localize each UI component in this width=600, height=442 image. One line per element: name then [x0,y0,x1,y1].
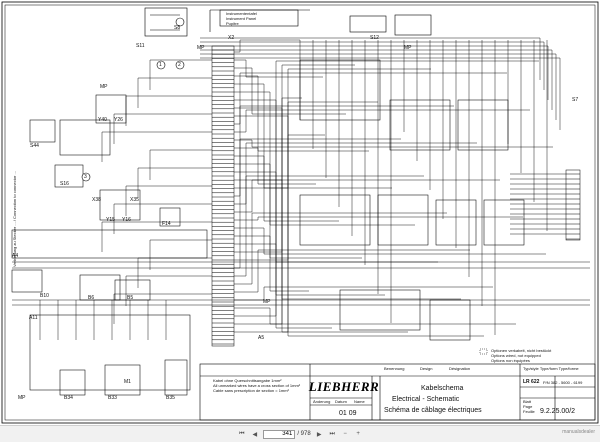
label-b34: B34 [64,395,73,401]
label-s16: S16 [60,181,69,187]
instrument-panel-en: Instrument Panel [226,16,257,21]
label-b5: B5 [127,295,134,301]
label-b33: B33 [108,395,117,401]
label-y40: Y40 [98,117,107,123]
liebherr-logo: LIEBHERR [309,376,379,398]
title-de: Kabelschema [421,385,464,392]
vertical-connection-note: Verbindung zu Stecker ... / Connection t… [12,171,17,267]
label-s7: S7 [572,97,579,103]
last-page-icon[interactable]: ⏭ [329,430,335,437]
optional-note-de: Optionen verkabelt, nicht bestückt [491,348,552,353]
header-design: Design [420,366,433,371]
label-mp-3: MP [100,84,108,90]
callout-3: 3 [84,174,87,180]
part-number: P/N 382 - 5600 - 6199 [543,380,583,385]
schematic-sheet: S11 S12 S8 S7 S44 S16 Y40 Y26 X35 X38 Y1… [0,0,600,425]
label-b35: B35 [166,395,175,401]
label-m1: M1 [124,379,131,385]
instrument-panel-de: Instrumententafel [226,11,257,16]
wiring-diagram [1,1,599,424]
zoom-out-icon[interactable]: − [343,431,347,437]
sheet-label-blatt: Blatt [523,399,532,404]
callout-1: 1 [159,62,162,68]
cable-note-en: All unmarked wires have a cross section … [213,383,301,388]
label-b10: B10 [40,293,49,299]
page-number-input[interactable] [263,429,296,439]
page-total: / 978 [297,431,311,437]
model-number: LR 622 [523,379,540,385]
label-a11: A11 [29,315,38,321]
site-watermark: manualsdealer [562,429,595,435]
label-y16: Y16 [122,217,131,223]
document-number: 9.2.25.00/2 [540,408,576,415]
first-page-icon[interactable]: ⏮ [239,430,245,437]
label-x38: X38 [92,197,101,203]
label-s12: S12 [370,35,379,41]
label-a5: A5 [258,335,265,341]
optional-note-fr: Options non équipées [491,358,530,363]
label-y15: Y15 [106,217,115,223]
zoom-in-icon[interactable]: + [356,431,360,437]
callout-2: 2 [178,62,181,68]
header-benennung: Benennung [384,366,405,371]
sheet-label-page: Page [523,404,533,409]
cable-note-de: Kabel ohne Querschnittsangabe 1mm² [213,378,282,383]
label-s11: S11 [136,43,145,49]
rev-header-aenderung: Änderung [313,399,331,404]
type-header: Typ/style Type/form Type/forme [523,366,579,371]
label-mp-4: MP [18,395,26,401]
label-s44: S44 [30,143,39,149]
label-x35: X35 [130,197,139,203]
label-a4: A4 [12,253,19,259]
label-mp-1: MP [197,45,205,51]
pdf-viewer-toolbar: ⏮ ◀ / 978 ▶ ⏭ − + [0,425,600,442]
label-mp-2: MP [404,45,412,51]
revision-number: 01 09 [339,410,357,417]
cable-note-fr: Cable sans prescription de section = 1mm… [213,388,289,393]
title-en: Electrical - Schematic [392,396,460,403]
rev-header-datum: Datum [335,399,347,404]
page-navigator: / 978 [263,429,311,439]
header-designation: Désignation [449,366,471,371]
sheet-label-feuille: Feuille [523,409,535,414]
label-f14: F14 [162,221,171,227]
logo-text: LIEBHERR [308,379,380,394]
optional-note-en: Options wired, not equipped [491,353,541,358]
next-page-icon[interactable]: ▶ [316,431,322,438]
label-x2: X2 [228,35,235,41]
label-s8: S8 [174,25,181,31]
label-mp-5: MP [263,299,271,305]
rev-header-name: Name [354,399,365,404]
label-b6: B6 [88,295,95,301]
label-y26: Y26 [114,117,123,123]
previous-page-icon[interactable]: ◀ [252,431,258,438]
title-fr: Schéma de câblage électriques [384,407,482,414]
instrument-panel-fr: Pupitre [226,21,239,26]
